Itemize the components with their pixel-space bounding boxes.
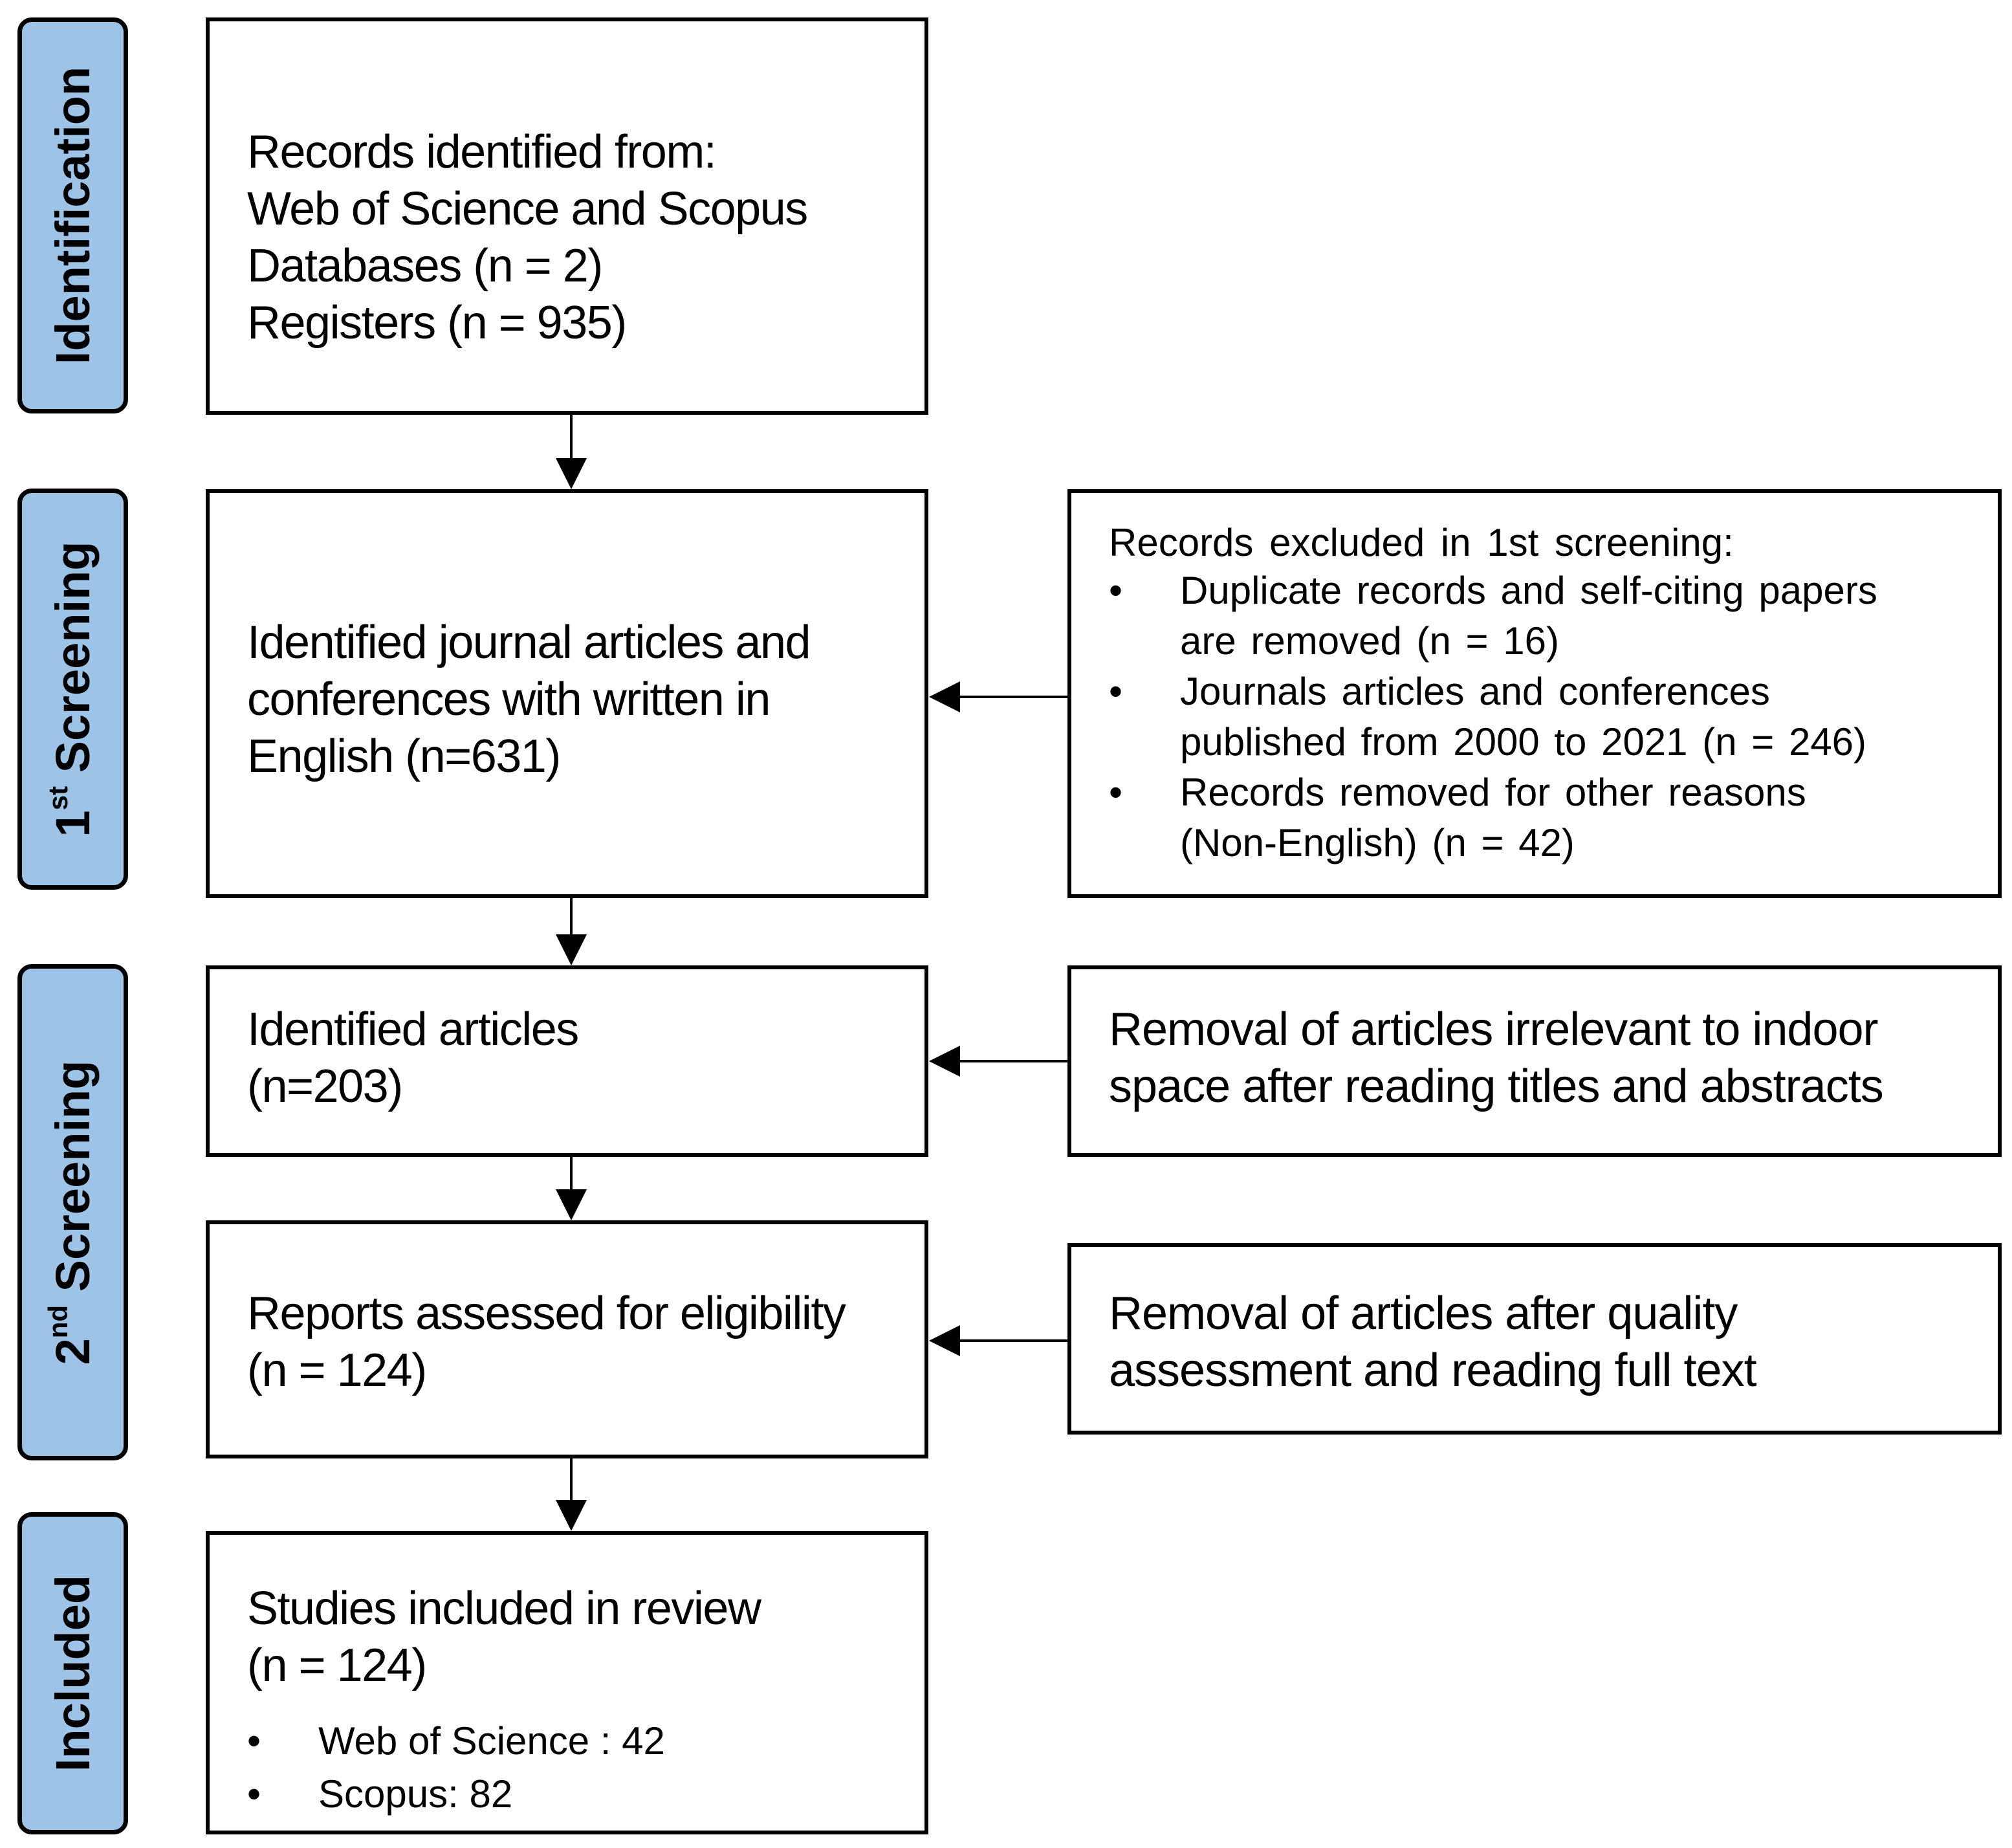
arrow-articles-to-eligibility (556, 1157, 587, 1220)
removal-quality-line-2: assessment and reading full text (1109, 1345, 1757, 1396)
excluded-reason-non-english: Records removed for other reasons(Non-En… (1109, 767, 1877, 868)
studies-included-line-1: Studies included in review (247, 1583, 761, 1634)
arrow-identification-to-screening (556, 415, 587, 489)
first-screening-line-2: conferences with written in (247, 674, 771, 725)
identified-articles-line-1: Identified articles (247, 1004, 579, 1055)
arrow-removal1-to-articles (929, 1046, 1067, 1077)
records-identified-line-4: Registers (n = 935) (247, 297, 627, 349)
stage-first-screening: 1st Screening (17, 489, 128, 890)
excluded-reason-duplicates: Duplicate records and self-citing papers… (1109, 566, 1877, 666)
box-removal-irrelevant: Removal of articles irrelevant to indoor… (1067, 965, 2002, 1157)
stage-included: Included (17, 1512, 128, 1834)
box-eligibility: Reports assessed for eligibility (n = 12… (206, 1220, 928, 1458)
removal-quality-line-1: Removal of articles after quality (1109, 1288, 1738, 1339)
included-source-scopus: Scopus: 82 (247, 1768, 665, 1821)
first-screening-line-3: English (n=631) (247, 731, 561, 782)
included-source-web-of-science: Web of Science : 42 (247, 1715, 665, 1768)
excluded-reason-date-range: Journals articles and conferencespublish… (1109, 666, 1877, 767)
removal-irrelevant-line-2: space after reading titles and abstracts (1109, 1061, 1884, 1112)
stage-label-included: Included (45, 1574, 100, 1772)
excluded-reasons-list: Duplicate records and self-citing papers… (1109, 566, 1877, 868)
box-identified-articles: Identified articles (n=203) (206, 965, 928, 1157)
excluded-heading: Records excluded in 1st screening: (1109, 521, 1734, 564)
records-identified-line-2: Web of Science and Scopus (247, 183, 808, 235)
studies-included-line-2: (n = 124) (247, 1640, 427, 1691)
stage-identification: Identification (17, 17, 128, 413)
arrow-eligibility-to-included (556, 1458, 587, 1531)
eligibility-line-1: Reports assessed for eligibility (247, 1288, 846, 1339)
records-identified-line-1: Records identified from: (247, 126, 717, 178)
eligibility-line-2: (n = 124) (247, 1345, 427, 1396)
first-screening-line-1: Identified journal articles and (247, 617, 811, 668)
identified-articles-line-2: (n=203) (247, 1061, 403, 1112)
stage-second-screening: 2nd Screening (17, 964, 128, 1460)
box-records-identified: Records identified from: Web of Science … (206, 17, 928, 415)
box-excluded-first-screening: Records excluded in 1st screening: Dupli… (1067, 489, 2002, 898)
stage-label-identification: Identification (45, 66, 100, 365)
stage-label-second-screening: 2nd Screening (42, 1060, 100, 1365)
stage-label-first-screening: 1st Screening (42, 541, 100, 837)
arrow-removal2-to-eligibility (929, 1325, 1067, 1356)
box-removal-quality: Removal of articles after quality assess… (1067, 1243, 2002, 1435)
box-studies-included: Studies included in review (n = 124) Web… (206, 1531, 928, 1834)
included-sources-list: Web of Science : 42 Scopus: 82 (247, 1715, 665, 1821)
removal-irrelevant-line-1: Removal of articles irrelevant to indoor (1109, 1004, 1879, 1055)
records-identified-line-3: Databases (n = 2) (247, 240, 603, 292)
box-first-screening-results: Identified journal articles and conferen… (206, 489, 928, 898)
arrow-excluded-to-screening (929, 681, 1067, 712)
arrow-screening-to-articles (556, 898, 587, 965)
